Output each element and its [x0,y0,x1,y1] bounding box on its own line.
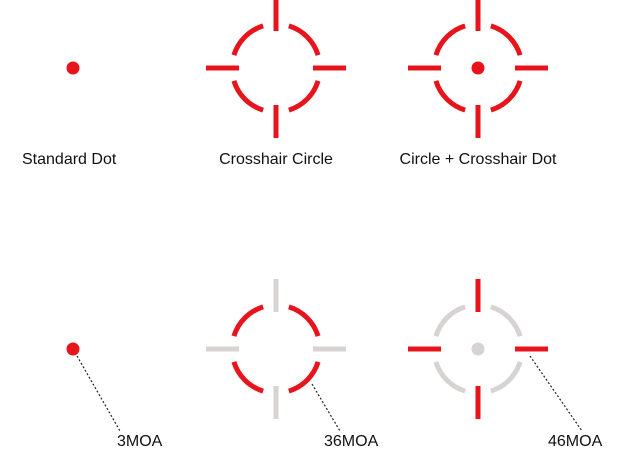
circle-36moa-ring-arc-lower-right [288,361,321,394]
crosshair-circle-ring-arc-lower-left [231,80,264,113]
ticks-46moa-ring-arc-upper-right [490,304,523,337]
label-standard-dot: Standard Dot [22,151,117,168]
ticks-46moa-center-dot [471,342,485,356]
label-circle-crosshair-dot: Circle + Crosshair Dot [399,151,557,168]
label-crosshair-circle: Crosshair Circle [219,151,333,168]
circle-crosshair-dot-ring-arc-upper-right [490,23,523,56]
callout-36moa: 36MOA [324,433,379,450]
circle-crosshair-dot-center-dot [471,61,485,75]
circle-crosshair-dot-ring-arc-lower-right [490,80,523,113]
crosshair-circle-ring-arc-upper-right [288,23,321,56]
crosshair-circle-ring-arc-upper-left [231,23,264,56]
circle-crosshair-dot-ring-arc-upper-left [433,23,466,56]
circle-36moa-ring-arc-upper-right [288,304,321,337]
circle-36moa-leader-line [311,383,341,432]
callout-46moa: 46MOA [548,433,603,450]
ticks-46moa-ring-arc-lower-right [490,361,523,394]
ticks-46moa-ring-arc-upper-left [433,304,466,337]
standard-dot-center-dot [66,61,80,75]
dot-3moa-center-dot [66,342,80,356]
circle-36moa-ring-arc-upper-left [231,304,264,337]
callout-3moa: 3MOA [117,433,163,450]
circle-crosshair-dot-ring-arc-lower-left [433,80,466,113]
crosshair-circle-ring-arc-lower-right [288,80,321,113]
ticks-46moa-ring-arc-lower-left [433,361,466,394]
dot-3moa-leader-line [76,355,121,432]
ticks-46moa-leader-line [529,355,583,432]
circle-36moa-ring-arc-lower-left [231,361,264,394]
